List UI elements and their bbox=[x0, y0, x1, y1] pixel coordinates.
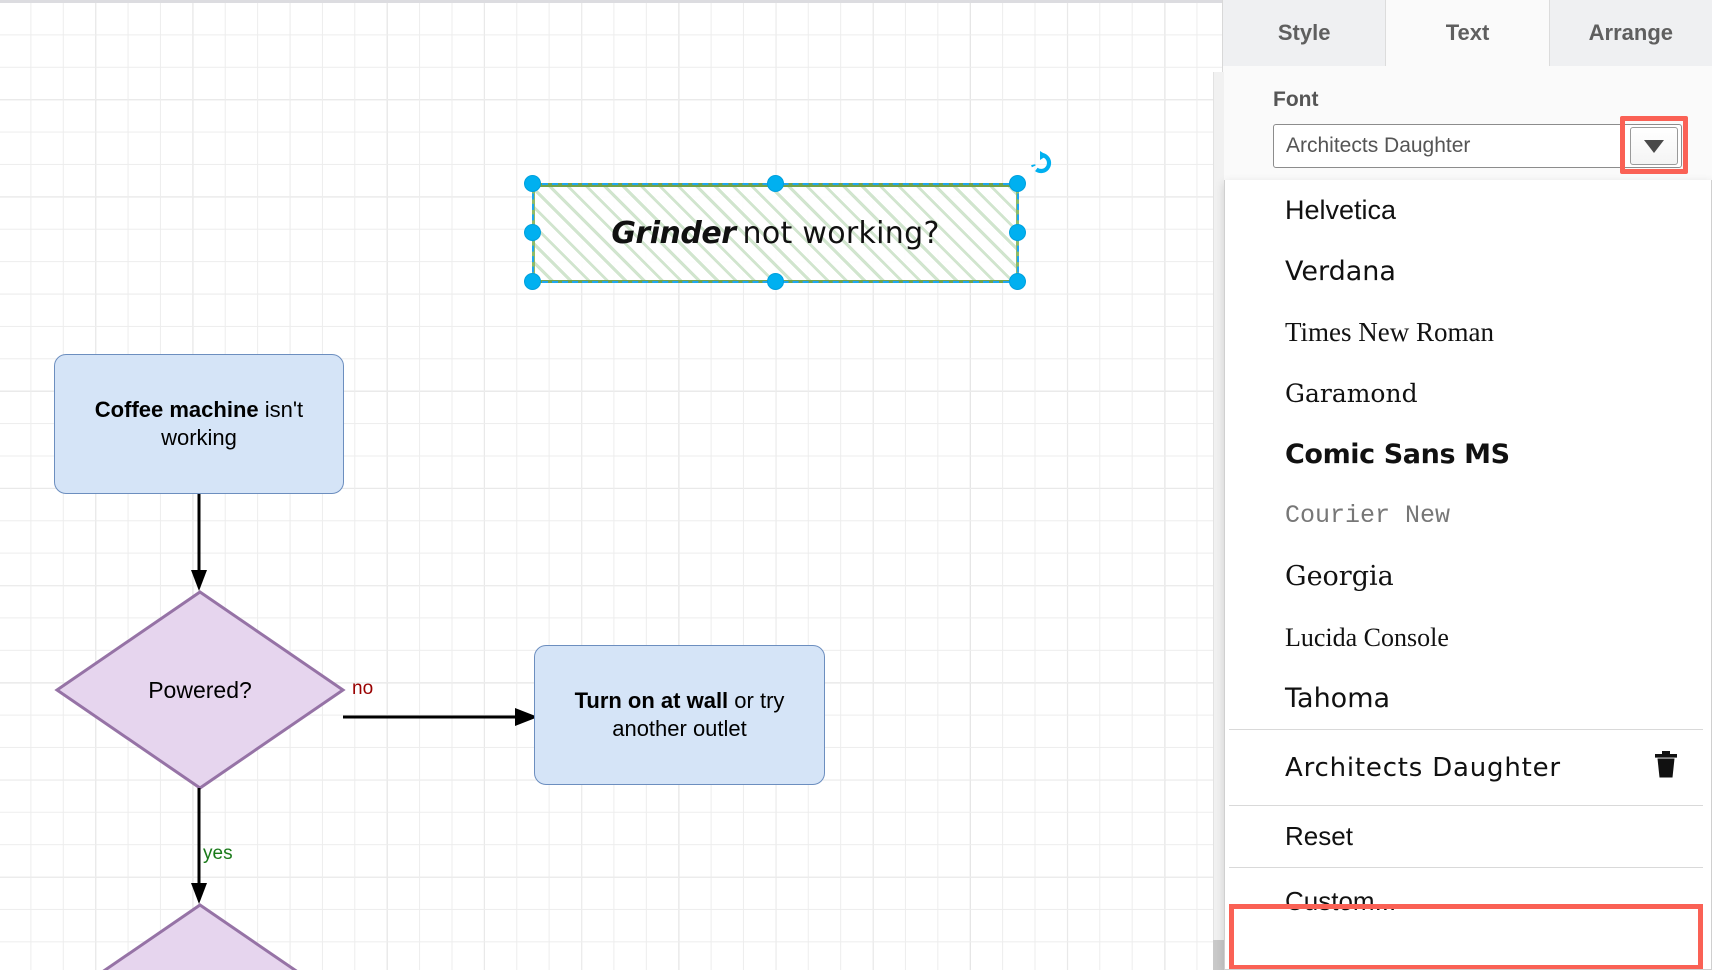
font-dropdown-list[interactable]: Helvetica Verdana Times New Roman Garamo… bbox=[1224, 180, 1712, 970]
selected-shape-text-primary: Grinder bbox=[611, 215, 736, 251]
edge-label-no: no bbox=[352, 678, 374, 699]
font-option-architects-daughter[interactable]: Architects Daughter bbox=[1225, 730, 1711, 805]
shape-turn-on-at-wall-label: Turn on at wall or try another outlet bbox=[547, 687, 812, 743]
shape-next-decision[interactable] bbox=[55, 903, 345, 970]
tab-arrange[interactable]: Arrange bbox=[1549, 0, 1712, 66]
connector-powered-to-turnon[interactable] bbox=[343, 700, 543, 726]
font-option-comic-sans-ms[interactable]: Comic Sans MS bbox=[1285, 439, 1510, 470]
resize-handle-sw[interactable] bbox=[524, 273, 541, 290]
font-option-architects-daughter-label: Architects Daughter bbox=[1285, 752, 1561, 783]
connector-powered-to-next[interactable] bbox=[190, 788, 214, 908]
font-name-input[interactable]: Architects Daughter bbox=[1273, 124, 1682, 168]
shape-coffee-machine-bold: Coffee machine bbox=[94, 396, 259, 422]
dropdown-separator-1 bbox=[1229, 729, 1703, 730]
font-option-custom[interactable]: Custom... bbox=[1285, 885, 1397, 916]
tab-style[interactable]: Style bbox=[1223, 0, 1387, 66]
font-input-row: Architects Daughter bbox=[1273, 116, 1688, 174]
resize-handle-n[interactable] bbox=[767, 175, 784, 192]
diagram-canvas[interactable]: Coffee machine isn't working Powered? no bbox=[0, 0, 1222, 970]
panel-scrollbar-thumb[interactable] bbox=[1213, 940, 1224, 970]
shape-turn-on-at-wall-bold: Turn on at wall bbox=[574, 687, 729, 713]
shape-coffee-machine[interactable]: Coffee machine isn't working bbox=[54, 354, 344, 494]
selected-shape-text-secondary: not working? bbox=[742, 215, 940, 251]
resize-handle-w[interactable] bbox=[524, 224, 541, 241]
selected-shape-fill bbox=[533, 184, 1018, 282]
font-option-garamond[interactable]: Garamond bbox=[1285, 379, 1418, 408]
chevron-down-icon bbox=[1644, 139, 1664, 153]
panel-tabs: Style Text Arrange bbox=[1223, 0, 1712, 70]
shape-coffee-machine-rest: isn't working bbox=[161, 396, 304, 450]
font-option-georgia[interactable]: Georgia bbox=[1285, 561, 1394, 592]
shape-coffee-machine-label: Coffee machine isn't working bbox=[67, 396, 331, 452]
tab-text[interactable]: Text bbox=[1386, 0, 1550, 66]
font-section-label: Font bbox=[1273, 88, 1319, 111]
shape-turn-on-at-wall-rest: or try another outlet bbox=[612, 687, 785, 741]
resize-handle-ne[interactable] bbox=[1009, 175, 1026, 192]
font-option-reset[interactable]: Reset bbox=[1285, 821, 1353, 851]
edge-label-yes: yes bbox=[203, 843, 233, 864]
font-option-verdana[interactable]: Verdana bbox=[1285, 256, 1396, 287]
resize-handle-se[interactable] bbox=[1009, 273, 1026, 290]
font-option-lucida-console[interactable]: Lucida Console bbox=[1285, 622, 1449, 652]
font-option-courier-new[interactable]: Courier New bbox=[1285, 501, 1451, 530]
font-dropdown-button[interactable] bbox=[1630, 127, 1678, 165]
shape-powered-decision[interactable]: Powered? bbox=[54, 590, 346, 790]
shape-powered-label: Powered? bbox=[148, 676, 252, 703]
font-option-times-new-roman[interactable]: Times New Roman bbox=[1285, 317, 1495, 347]
resize-handle-s[interactable] bbox=[767, 273, 784, 290]
font-option-helvetica[interactable]: Helvetica bbox=[1285, 195, 1397, 225]
panel-scrollbar-track[interactable] bbox=[1213, 72, 1224, 970]
resize-handle-nw[interactable] bbox=[524, 175, 541, 192]
canvas-top-edge bbox=[0, 0, 1222, 3]
font-option-tahoma[interactable]: Tahoma bbox=[1285, 683, 1391, 714]
dropdown-separator-2 bbox=[1229, 805, 1703, 806]
dropdown-separator-3 bbox=[1229, 867, 1703, 868]
shape-turn-on-at-wall[interactable]: Turn on at wall or try another outlet bbox=[534, 645, 825, 785]
connector-coffee-to-powered[interactable] bbox=[190, 494, 214, 594]
font-section: Font Architects Daughter bbox=[1223, 70, 1712, 174]
trash-icon[interactable] bbox=[1653, 750, 1679, 785]
resize-handle-e[interactable] bbox=[1009, 224, 1026, 241]
rotate-icon[interactable] bbox=[1028, 150, 1054, 176]
